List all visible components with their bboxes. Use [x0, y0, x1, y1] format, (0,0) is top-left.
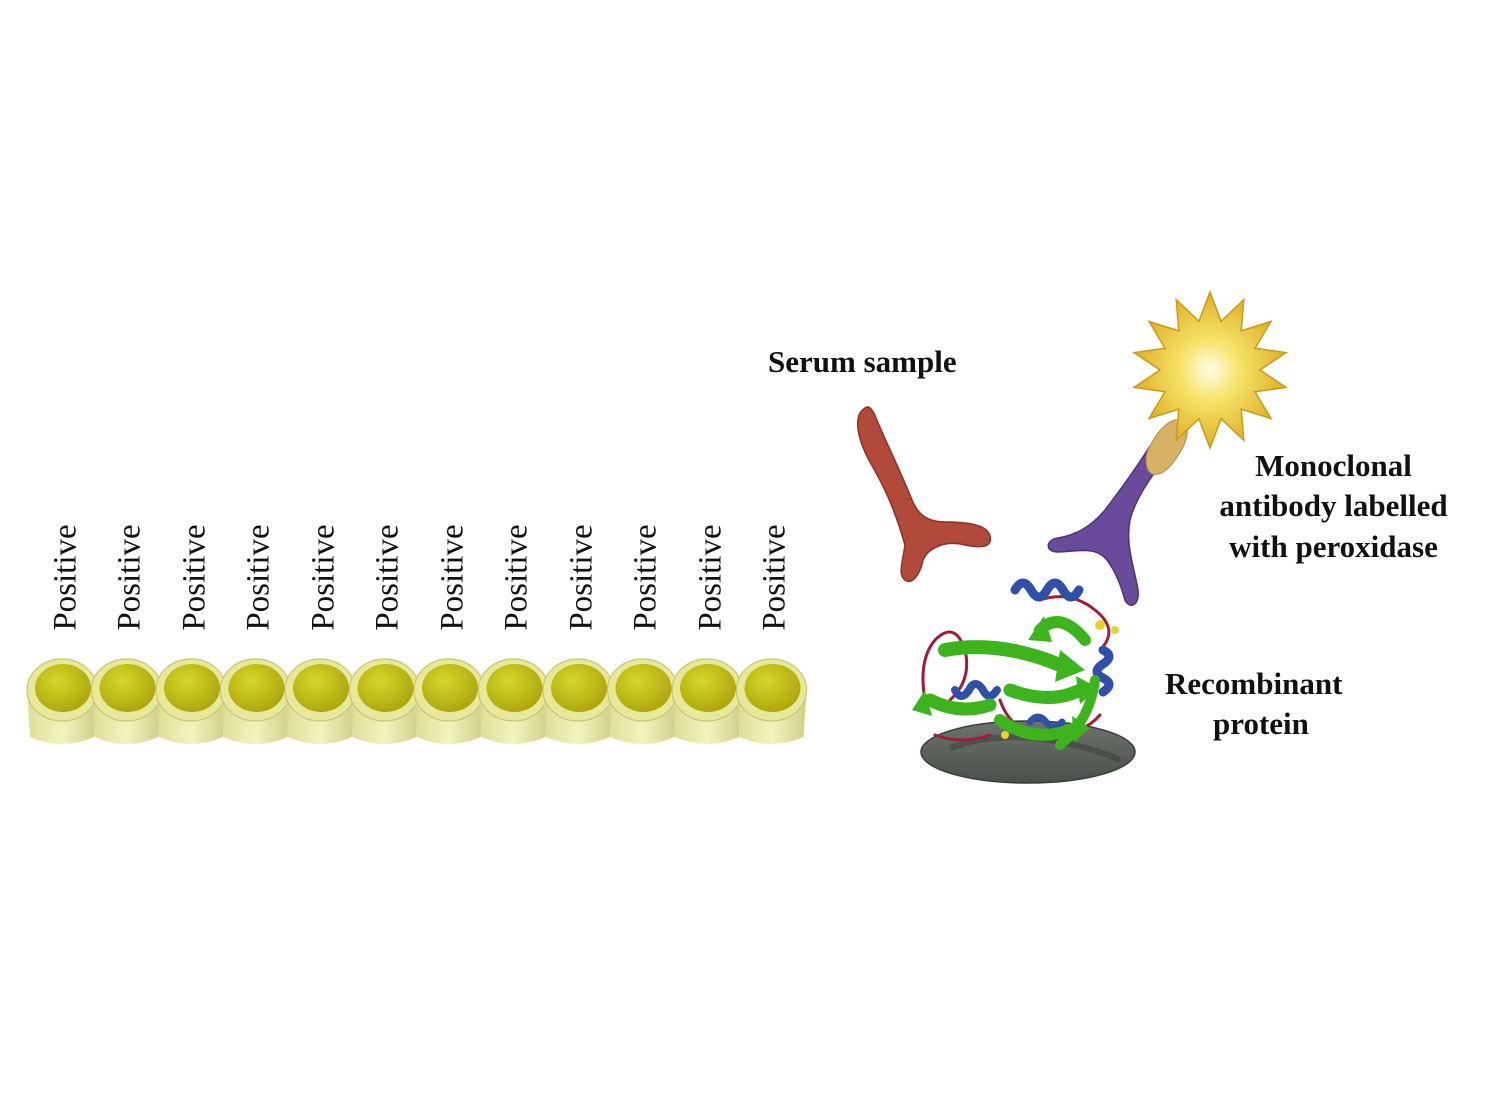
monoclonal-antibody-icon — [1047, 419, 1188, 606]
recombinant-line-2: protein — [1213, 706, 1309, 742]
well-label-text: Positive — [628, 524, 665, 631]
microplate-well — [542, 658, 614, 744]
microplate-well — [735, 658, 808, 744]
well-label-text: Positive — [241, 524, 278, 631]
well-label: Positive — [627, 510, 667, 645]
microplate-well — [413, 658, 485, 744]
recombinant-line-1: Recombinant — [1165, 666, 1343, 701]
serum-sample-text: Serum sample — [768, 344, 957, 379]
well-label-text: Positive — [757, 524, 794, 631]
well-label-text: Positive — [112, 524, 149, 631]
monoclonal-antibody-label: Monoclonal antibody labelled with peroxi… — [1196, 446, 1471, 567]
well-label: Positive — [498, 510, 538, 645]
well-label: Positive — [111, 510, 151, 645]
microplate-well — [606, 658, 679, 744]
well-label-text: Positive — [692, 524, 729, 631]
mab-line-2: antibody labelled — [1219, 488, 1448, 524]
microplate-well — [284, 658, 356, 744]
well-label: Positive — [46, 510, 86, 645]
serum-antibody-icon — [857, 406, 992, 582]
well-label-text: Positive — [563, 524, 600, 631]
well-label-text: Positive — [305, 524, 342, 631]
well-label: Positive — [562, 510, 602, 645]
serum-sample-label: Serum sample — [768, 342, 957, 382]
well-label: Positive — [691, 510, 731, 645]
well-label: Positive — [304, 510, 344, 645]
microplate-well — [219, 658, 292, 744]
mab-line-1: Monoclonal — [1255, 448, 1412, 483]
well-label: Positive — [240, 510, 280, 645]
microplate-well — [90, 658, 163, 744]
recombinant-protein-icon — [912, 578, 1119, 750]
well-label-text: Positive — [434, 524, 471, 631]
microplate-well — [671, 658, 743, 744]
well-label: Positive — [433, 510, 473, 645]
mab-line-3: with peroxidase — [1229, 528, 1438, 564]
well-label: Positive — [369, 510, 409, 645]
microplate-well — [155, 658, 227, 744]
plate-shadow — [948, 734, 1122, 763]
well-label-text: Positive — [176, 524, 213, 631]
microplate-well-strip — [26, 658, 808, 744]
microplate-well — [26, 658, 98, 744]
well-label: Positive — [756, 510, 796, 645]
well-label-text: Positive — [47, 524, 84, 631]
microplate-well — [348, 658, 421, 744]
recombinant-protein-label: Recombinant protein — [1165, 664, 1342, 745]
well-label-text: Positive — [499, 524, 536, 631]
well-label-text: Positive — [370, 524, 407, 631]
microplate-well — [477, 658, 550, 744]
well-label: Positive — [175, 510, 215, 645]
peroxidase-icon — [1131, 289, 1289, 451]
